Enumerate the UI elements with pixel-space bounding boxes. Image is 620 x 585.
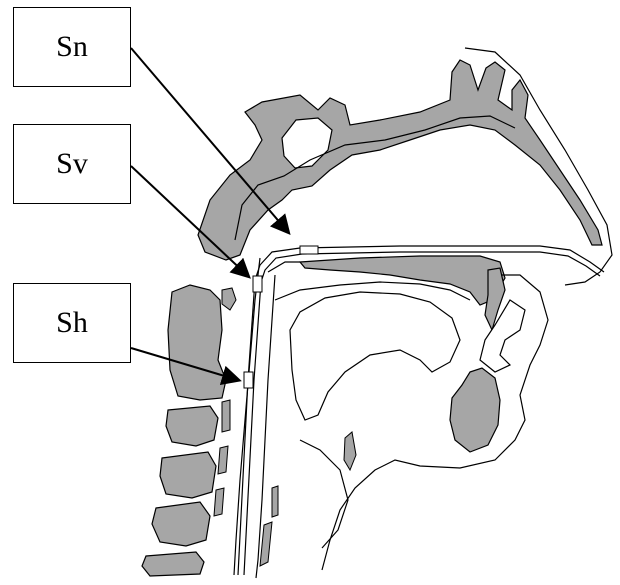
sensor-sn-marker [300,246,318,254]
vertebra-c4 [152,502,210,546]
label-sv: Sv [13,124,131,204]
label-sh: Sh [13,283,131,363]
epiglottis [344,432,356,470]
larynx-segment-2 [260,522,272,566]
vertebra-c1-detail [222,288,236,310]
vertebra-c1 [168,285,226,400]
sensor-sh-marker [244,372,253,388]
larynx-segment-1 [272,486,278,517]
vertebra-c3 [160,452,216,498]
tongue-outline [290,292,460,420]
larynx-outline [300,440,348,548]
vertebra-c2 [166,406,218,446]
catheter-tube [238,246,604,575]
skull-upper-bone [198,60,602,260]
vertebra-c5 [142,552,204,576]
label-sn: Sn [13,7,131,87]
sensor-sv-marker [253,276,262,292]
mandible-bone [450,368,500,452]
